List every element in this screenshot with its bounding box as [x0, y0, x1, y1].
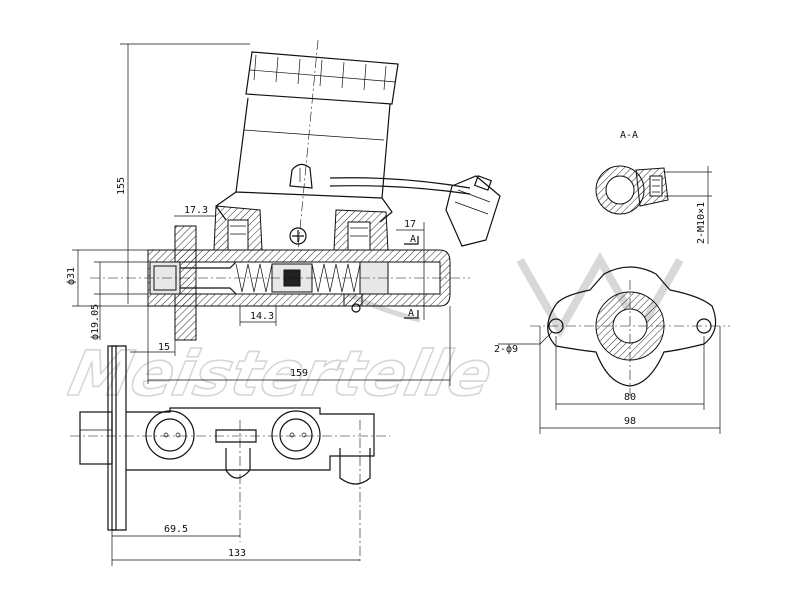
watermark-logo: Meistertelle [62, 251, 684, 411]
dim-body-length: 159 [290, 368, 308, 379]
main-dimensions: 155 17.3 ф31 ф19.05 15 159 14.3 17 A [65, 43, 451, 386]
dim-port-offset: 17 [404, 219, 416, 230]
section-mark-bottom: A [408, 308, 414, 319]
reservoir [215, 39, 399, 251]
master-cylinder-section [90, 205, 470, 341]
dim-flange-length: 98 [624, 416, 636, 427]
dim-top-offset: 17.3 [184, 205, 208, 216]
dim-bore-dia: ф31 [65, 267, 77, 285]
section-label: A-A [620, 130, 638, 141]
level-sensor-connector [329, 175, 501, 247]
dim-port-dia: ф19.05 [89, 304, 101, 340]
dim-holes: 2-ф9 [494, 343, 518, 355]
dim-hole-spacing: 80 [624, 392, 636, 403]
flange-view: 2-ф9 80 98 [494, 266, 730, 434]
section-mark-top: A [410, 234, 416, 245]
dim-inner-gap: 14.3 [250, 311, 274, 322]
dim-port-spacing: 69.5 [164, 524, 188, 535]
dim-height-total: 155 [116, 177, 127, 195]
section-a-a-view: A-A 2-M10×1 [595, 130, 712, 244]
dim-flange-width: 15 [158, 342, 170, 353]
dim-thread: 2-M10×1 [696, 202, 707, 244]
watermark-text: Meistertelle [63, 338, 499, 410]
dim-overall-length: 133 [228, 548, 246, 559]
plan-view: 69.5 133 [70, 345, 390, 566]
